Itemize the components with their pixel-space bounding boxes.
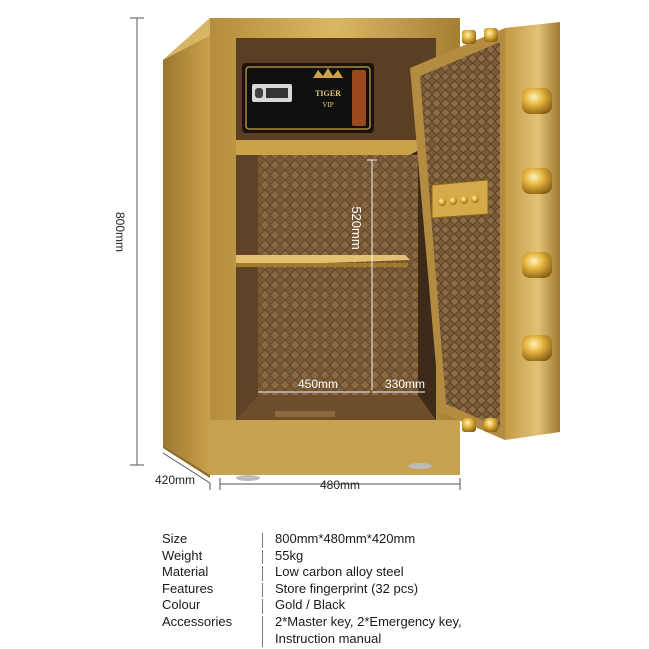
width-label: 480mm (320, 478, 360, 492)
spec-row-weight: Weight 55kg (162, 548, 582, 565)
inner-width-label: 450mm (298, 377, 338, 391)
bottom-hinge (462, 418, 476, 432)
brand-tier: VIP (322, 101, 333, 109)
inner-height-dimension: 520mm (349, 159, 377, 390)
spec-value: 800mm*480mm*420mm (275, 531, 416, 546)
inner-depth-label: 330mm (385, 377, 425, 391)
crown-logo-icon (313, 68, 343, 78)
spec-separator (262, 615, 263, 648)
spec-row-size: Size 800mm*480mm*420mm (162, 531, 582, 548)
locking-bolts (522, 88, 552, 361)
key-lock-mechanism (431, 179, 489, 219)
control-panel: TIGER VIP (242, 63, 374, 133)
spec-value-line2: Instruction manual (275, 630, 382, 646)
spec-separator (262, 533, 263, 548)
width-dimension: 480mm (219, 478, 461, 492)
spec-row-features: Features Store fingerprint (32 pcs) (162, 581, 582, 598)
spec-separator (262, 582, 263, 598)
safe-base (210, 420, 460, 475)
spec-label: Material (162, 564, 209, 580)
height-label: 800mm (113, 212, 127, 252)
spec-row-colour: Colour Gold / Black (162, 597, 582, 614)
inner-height-label: 520mm (349, 206, 364, 249)
depth-dimension: 420mm (155, 452, 211, 490)
spec-value: Store fingerprint (32 pcs) (275, 580, 419, 596)
spec-row-material: Material Low carbon alloy steel (162, 564, 582, 581)
quilted-back-wall (258, 155, 418, 395)
spec-value: Low carbon alloy steel (275, 564, 404, 580)
spec-separator (262, 599, 263, 614)
top-hinge (462, 30, 476, 44)
safe-door (410, 22, 560, 440)
inner-width-dimension: 450mm (258, 377, 370, 393)
upper-shelf (236, 140, 436, 155)
spec-table: Size 800mm*480mm*420mm Weight 55kg Mater… (162, 531, 582, 648)
spec-value: 2*Master key, 2*Emergency key, Instructi… (275, 614, 582, 647)
spec-row-accessories: Accessories 2*Master key, 2*Emergency ke… (162, 613, 582, 648)
inner-depth-dimension: 330mm (372, 377, 425, 393)
safe-side-panel (163, 18, 210, 475)
depth-label: 420mm (155, 473, 195, 487)
spec-separator (262, 549, 263, 565)
spec-label: Weight (162, 547, 203, 563)
fingerprint-icon (255, 88, 263, 98)
spec-separator (262, 566, 263, 581)
spec-value: Gold / Black (275, 597, 346, 613)
spec-label: Colour (162, 597, 201, 613)
spec-value: 55kg (275, 547, 304, 563)
spec-label: Features (162, 580, 214, 596)
spec-value-line1: 2*Master key, 2*Emergency key, (275, 613, 462, 629)
spec-label: Size (162, 531, 188, 546)
brand-name: TIGER (315, 89, 341, 98)
height-dimension: 800mm (113, 17, 144, 466)
spec-label: Accessories (162, 613, 233, 629)
safe-floor (236, 395, 436, 420)
